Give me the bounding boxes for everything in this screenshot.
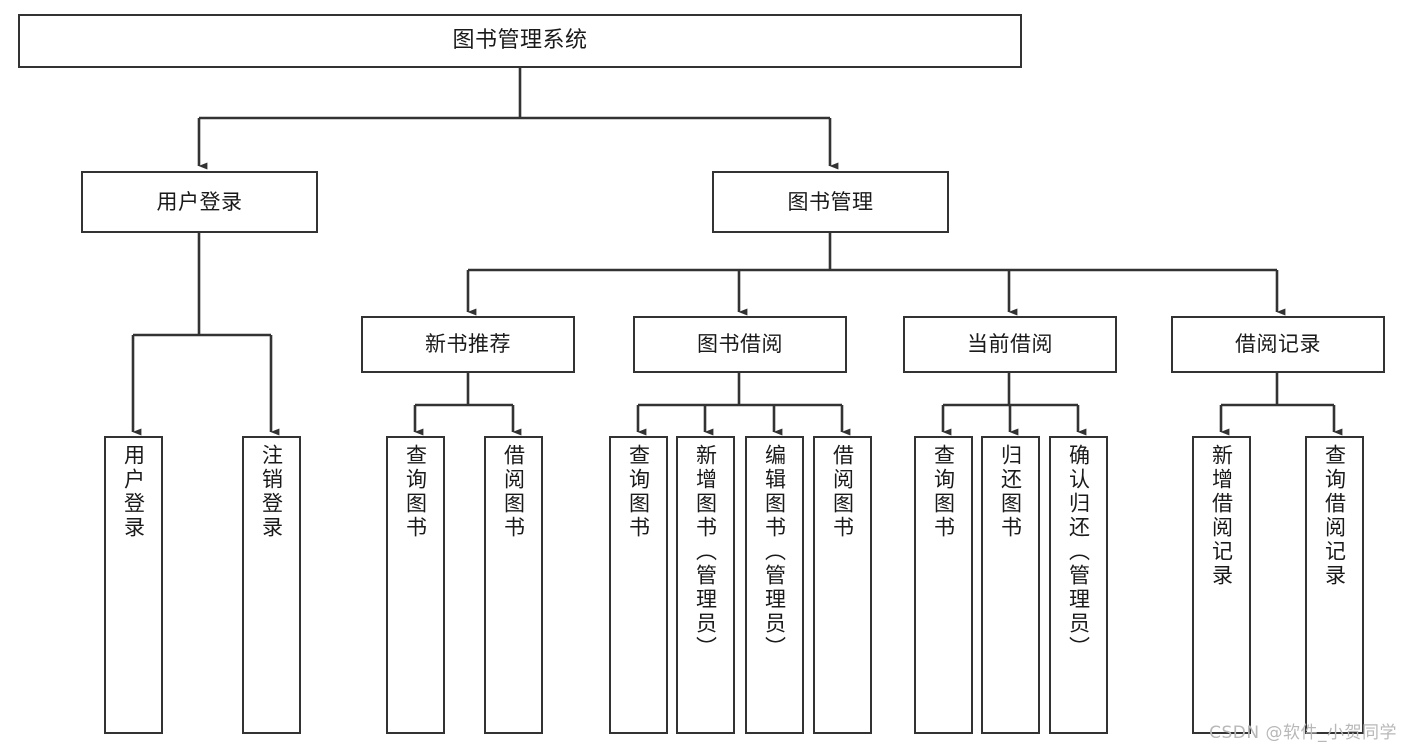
node-label: 新增借阅记录 — [1209, 444, 1234, 588]
node-leaf-return-book[interactable]: 归还图书 — [981, 436, 1040, 734]
node-current-borrowing[interactable]: 当前借阅 — [903, 316, 1117, 373]
node-label: 图书管理系统 — [452, 28, 588, 54]
node-leaf-borrow-book[interactable]: 借阅图书 — [813, 436, 872, 734]
node-label: 注销登录 — [259, 444, 284, 540]
node-label: 查询借阅记录 — [1322, 444, 1347, 588]
node-leaf-query-book-new[interactable]: 查询图书 — [386, 436, 445, 734]
node-leaf-add-borrow-record[interactable]: 新增借阅记录 — [1192, 436, 1251, 734]
node-label: 编辑图书（管理员） — [762, 444, 787, 660]
node-label: 用户登录 — [121, 444, 146, 540]
node-user-login[interactable]: 用户登录 — [81, 171, 318, 233]
node-leaf-edit-book-admin[interactable]: 编辑图书（管理员） — [745, 436, 804, 734]
node-label: 借阅记录 — [1235, 332, 1321, 357]
node-label: 借阅图书 — [830, 444, 855, 540]
node-leaf-user-login[interactable]: 用户登录 — [104, 436, 163, 734]
node-book-management[interactable]: 图书管理 — [712, 171, 949, 233]
node-label: 归还图书 — [998, 444, 1023, 540]
node-label: 新书推荐 — [425, 332, 511, 357]
node-label: 图书管理 — [787, 189, 874, 214]
node-label: 图书借阅 — [697, 332, 783, 357]
node-book-borrowing[interactable]: 图书借阅 — [633, 316, 847, 373]
node-leaf-logout[interactable]: 注销登录 — [242, 436, 301, 734]
node-label: 用户登录 — [156, 189, 243, 214]
node-leaf-confirm-return-admin[interactable]: 确认归还（管理员） — [1049, 436, 1108, 734]
node-label: 查询图书 — [403, 444, 428, 540]
node-label: 确认归还（管理员） — [1066, 444, 1091, 660]
node-borrowing-records[interactable]: 借阅记录 — [1171, 316, 1385, 373]
node-leaf-borrow-book-new[interactable]: 借阅图书 — [484, 436, 543, 734]
node-label: 新增图书（管理员） — [693, 444, 718, 660]
node-label: 当前借阅 — [967, 332, 1053, 357]
node-label: 查询图书 — [931, 444, 956, 540]
node-root-book-management-system[interactable]: 图书管理系统 — [18, 14, 1022, 68]
node-leaf-query-book-current[interactable]: 查询图书 — [914, 436, 973, 734]
node-leaf-query-book-borrow[interactable]: 查询图书 — [609, 436, 668, 734]
node-new-book-recommendation[interactable]: 新书推荐 — [361, 316, 575, 373]
node-label: 借阅图书 — [501, 444, 526, 540]
node-leaf-add-book-admin[interactable]: 新增图书（管理员） — [676, 436, 735, 734]
node-leaf-query-borrow-record[interactable]: 查询借阅记录 — [1305, 436, 1364, 734]
node-label: 查询图书 — [626, 444, 651, 540]
